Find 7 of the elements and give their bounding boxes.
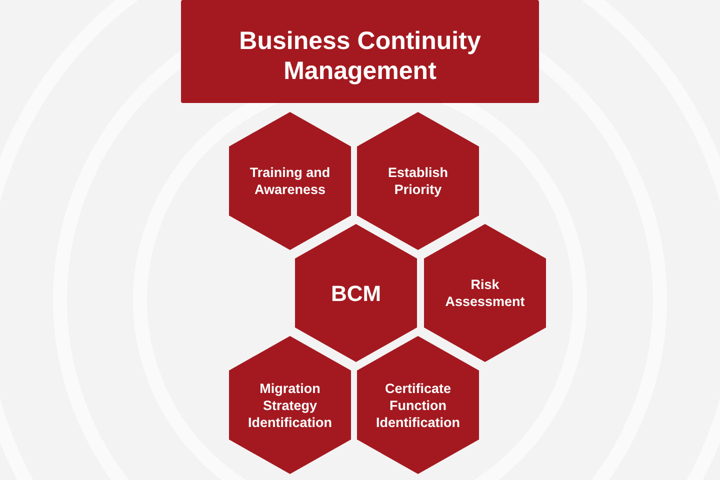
hexagon-label: Migration Strategy Identification xyxy=(247,380,333,430)
hexagon-label: Establish Priority xyxy=(386,164,450,198)
hexagon-label: Training and Awareness xyxy=(248,164,332,198)
hexagon-label: Risk Assessment xyxy=(444,276,526,310)
hexagon-label: Certificate Function Identification xyxy=(375,380,461,430)
hexagon-label: BCM xyxy=(330,284,382,302)
title-banner: Business Continuity Management xyxy=(181,0,539,103)
